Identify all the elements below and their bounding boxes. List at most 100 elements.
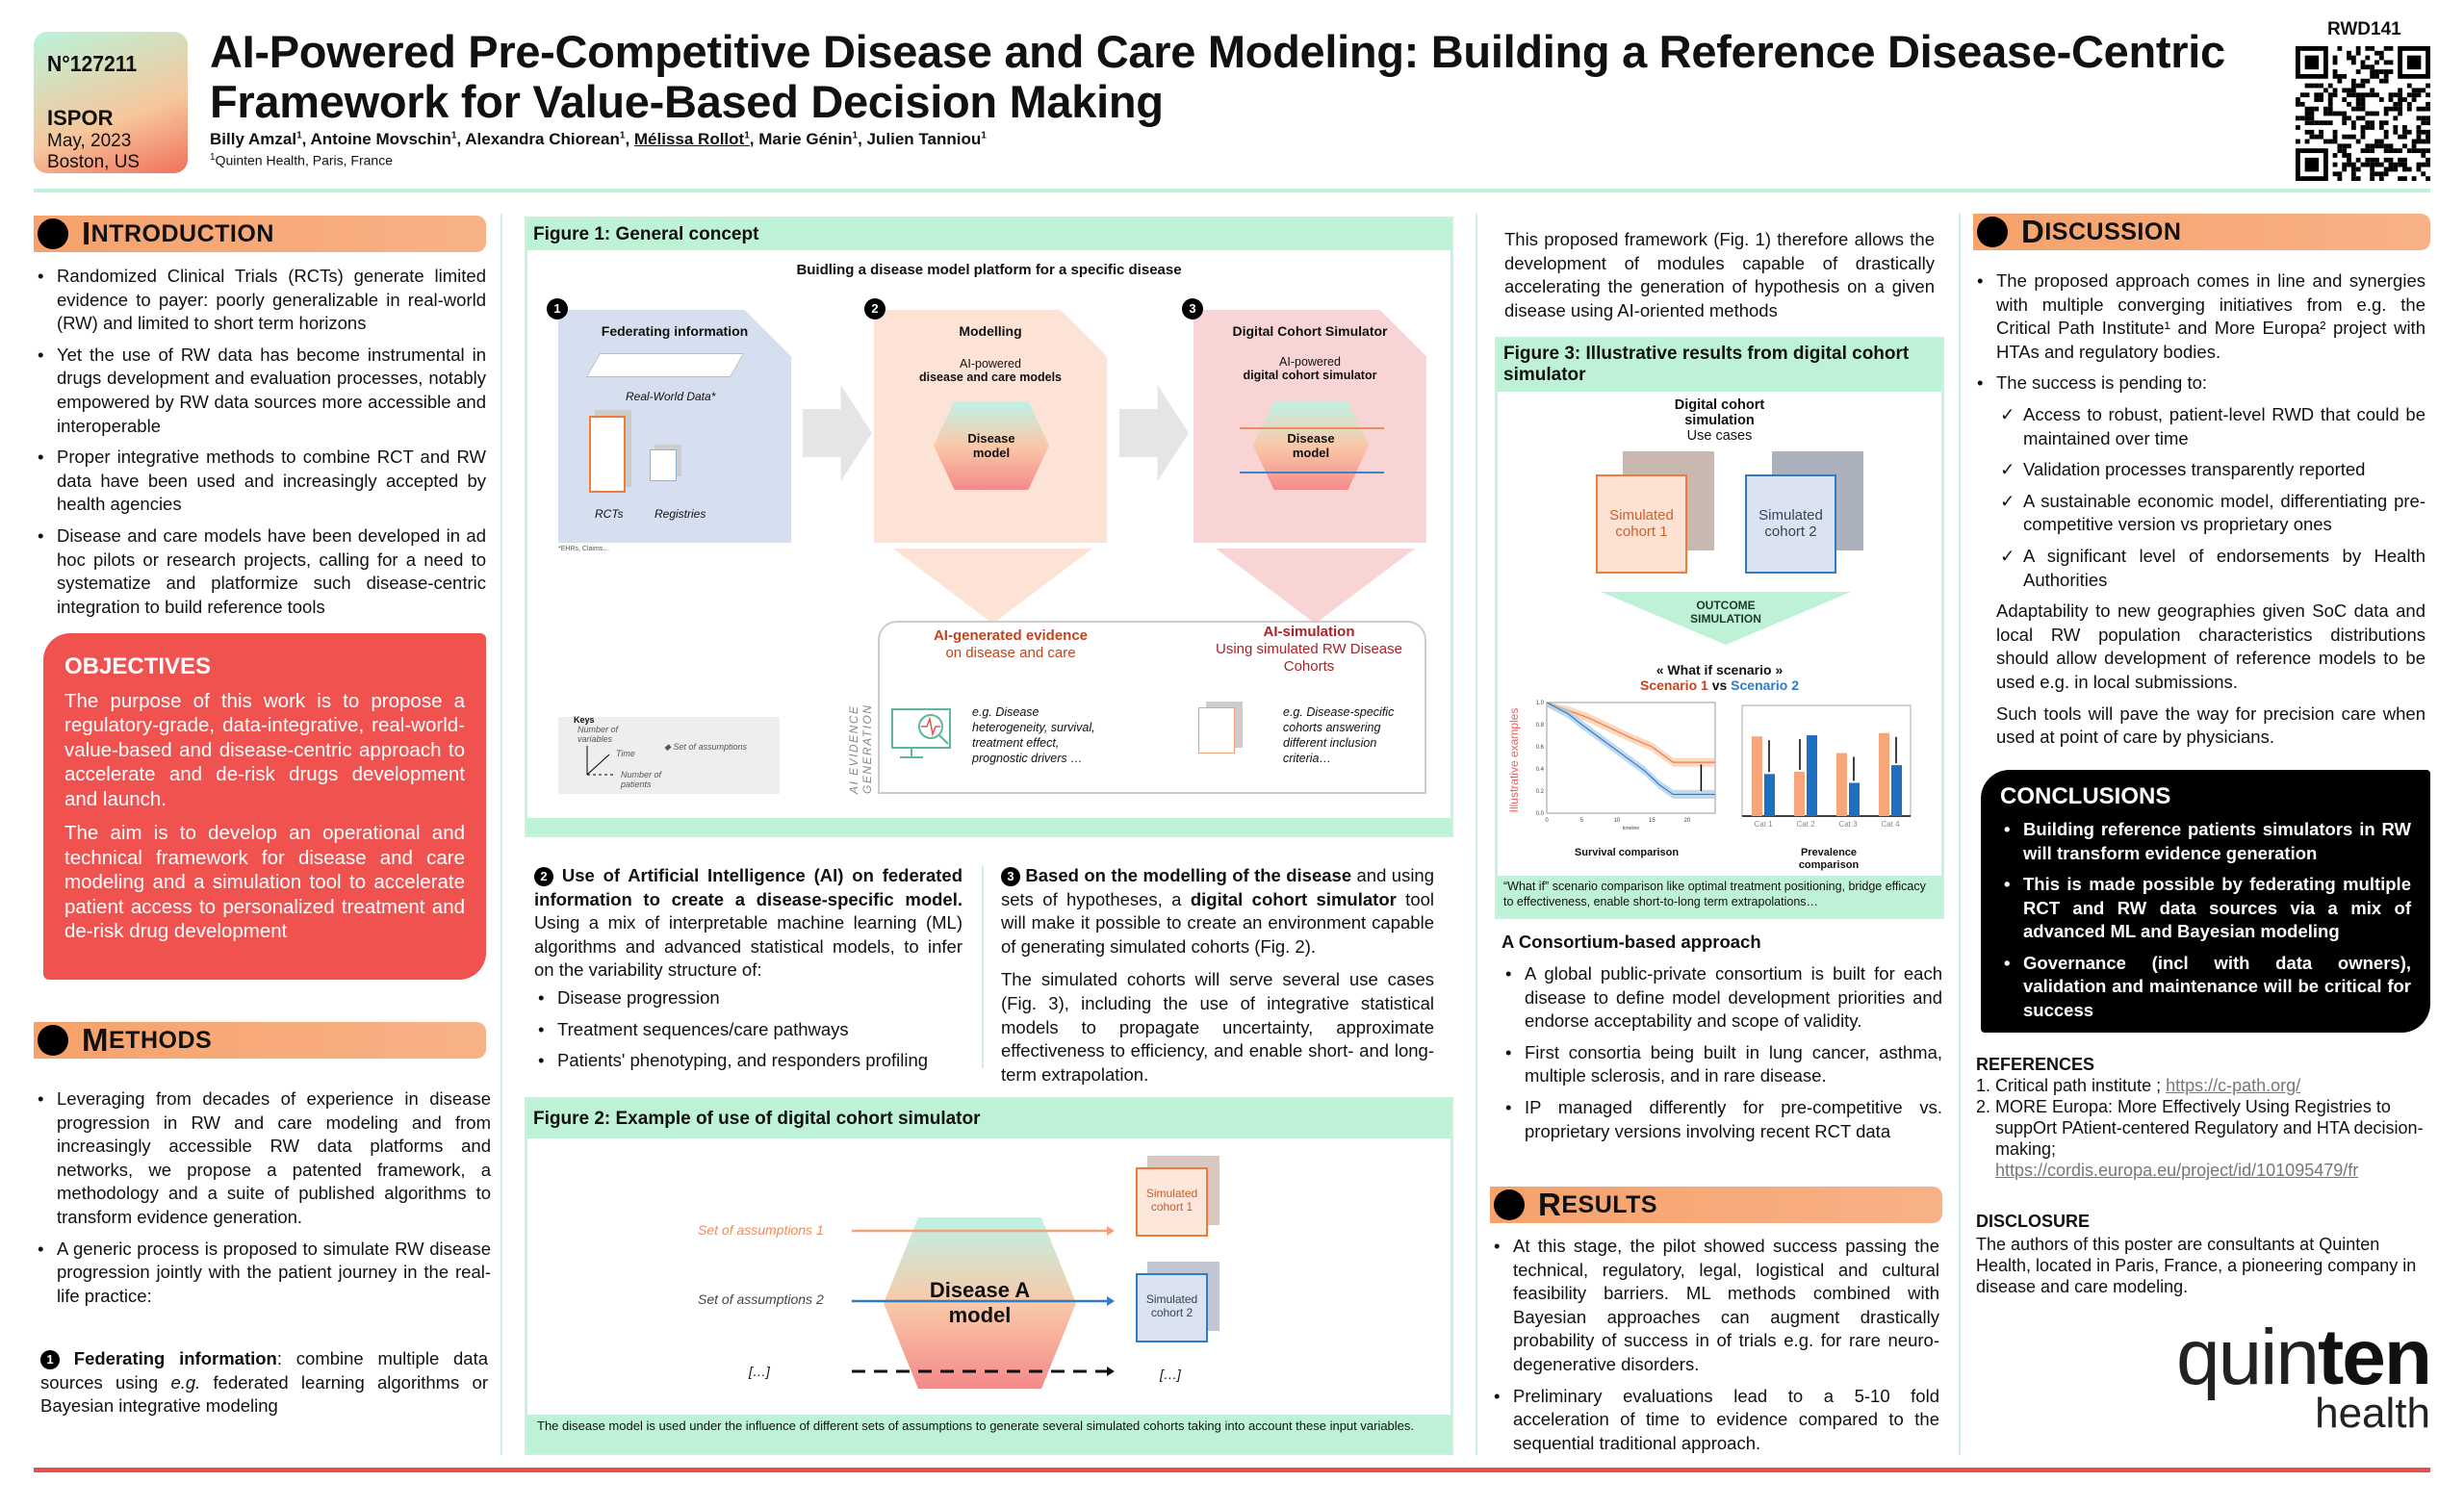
ellipsis-label: […] <box>1160 1367 1181 1382</box>
bullet-circle-icon <box>38 1025 68 1056</box>
list-item: Yet the use of RW data has become instru… <box>34 344 486 438</box>
simulated-cohort-1: Simulated cohort 1 <box>1136 1167 1208 1237</box>
y-tick-label: 0.0 <box>1536 811 1545 817</box>
list-item: A generic process is proposed to simulat… <box>34 1238 491 1309</box>
simulated-cohort-2: Simulated cohort 2 <box>1136 1273 1208 1342</box>
objectives-paragraph: The purpose of this work is to propose a… <box>64 689 465 810</box>
assumptions-1-label: Set of assumptions 1 <box>698 1222 824 1238</box>
list-item: A global public-private consortium is bu… <box>1502 962 1942 1034</box>
disease-a-model-hexagon: Disease A model <box>884 1217 1076 1389</box>
x-tick-label: 5 <box>1580 818 1584 824</box>
x-tick-label: 15 <box>1649 818 1656 824</box>
assumption-arrows <box>852 1226 1115 1376</box>
list-item: Treatment sequences/care pathways <box>534 1018 962 1042</box>
list-item: Patients' phenotyping, and responders pr… <box>534 1049 962 1073</box>
author: Billy Amzal1 <box>210 130 302 148</box>
y-tick-label: 0.8 <box>1536 723 1545 728</box>
figure-1-title: Figure 1: General concept <box>527 219 1450 250</box>
bullet-circle-icon <box>38 218 68 249</box>
bullet-circle-icon <box>1977 217 2008 247</box>
bar-scenario2 <box>1807 735 1817 816</box>
author: Mélissa Rollot1 <box>633 130 750 148</box>
consortium-title: A Consortium-based approach <box>1502 932 1761 952</box>
conference-date: May, 2023 <box>47 131 132 151</box>
list-item: A sustainable economic model, differenti… <box>1996 490 2426 537</box>
assumptions-2-label: Set of assumptions 2 <box>698 1291 824 1307</box>
figure-2-caption: The disease model is used under the infl… <box>527 1415 1450 1453</box>
panel-modelling: Modelling AI-powered disease and care mo… <box>874 310 1107 543</box>
vertical-label: AI EVIDENCE GENERATION <box>847 703 874 794</box>
simulation-examples: e.g. Disease-specific cohorts answering … <box>1283 705 1395 765</box>
conclusions-box: CONCLUSIONS Building reference patients … <box>1981 770 2430 1033</box>
bar-scenario2 <box>1849 782 1860 816</box>
bar-scenario1 <box>1752 736 1762 816</box>
category-label: Cat 1 <box>1754 820 1773 829</box>
y-axis-label: Illustrative examples <box>1507 707 1521 813</box>
monitor-analysis-icon <box>891 708 951 758</box>
outcome-simulation-label: OUTCOME SIMULATION <box>1690 599 1761 626</box>
author: Marie Génin1 <box>758 130 859 148</box>
x-tick-label: 10 <box>1614 818 1621 824</box>
qr-code-icon[interactable] <box>2296 46 2430 181</box>
affiliation: 1Quinten Health, Paris, France <box>210 152 393 168</box>
list-item: Leveraging from decades of experience in… <box>34 1087 491 1230</box>
disease-model-hexagon: Disease model <box>1253 401 1369 490</box>
poster-code: RWD141 <box>2327 19 2401 39</box>
reference-link[interactable]: https://c-path.org/ <box>2166 1076 2301 1095</box>
ellipsis-label: […] <box>749 1364 770 1379</box>
list-item: Preliminary evaluations lead to a 5-10 f… <box>1490 1385 1939 1456</box>
figure-3-caption: “What if” scenario comparison like optim… <box>1498 876 1941 916</box>
column-divider <box>1476 214 1477 1455</box>
survival-line-scenario2 <box>1546 702 1715 796</box>
conference-badge: N°127211 ISPOR May, 2023 Boston, US <box>34 32 188 173</box>
column-divider <box>982 866 984 1068</box>
consortium-list: A global public-private consortium is bu… <box>1502 962 1942 1151</box>
reference-link[interactable]: https://cordis.europa.eu/project/id/1010… <box>1995 1161 2359 1180</box>
step3-text: 3 Based on the modelling of the disease … <box>1001 865 1435 1085</box>
list-item: At this stage, the pilot showed success … <box>1490 1235 1939 1377</box>
column-divider <box>1959 214 1961 1455</box>
introduction-list: Randomized Clinical Trials (RCTs) genera… <box>34 265 486 626</box>
author-list: Billy Amzal1, Antoine Movschin1, Alexand… <box>210 130 987 148</box>
y-tick-label: 0.6 <box>1536 745 1545 751</box>
step2-text: 2 Use of Artificial Intelligence (AI) on… <box>534 864 962 1081</box>
objectives-paragraph: The aim is to develop an operational and… <box>64 822 465 942</box>
x-tick-label: 0 <box>1545 818 1549 824</box>
step-number-badge: 3 <box>1182 298 1203 319</box>
category-label: Cat 2 <box>1796 820 1815 829</box>
disclosure: DISCLOSURE The authors of this poster ar… <box>1976 1212 2417 1296</box>
list-item: Building reference patients simulators i… <box>2000 818 2411 865</box>
framework-text: This proposed framework (Fig. 1) therefo… <box>1504 229 1935 320</box>
panel-digital-cohort-simulator: Digital Cohort Simulator AI-powered digi… <box>1194 310 1426 543</box>
x-axis-label: timeline <box>1623 826 1639 831</box>
simulated-cohort-2: Simulated cohort 2 <box>1745 474 1836 574</box>
bar-scenario1 <box>1836 753 1847 816</box>
figure-1-subtitle: Buidling a disease model platform for a … <box>796 262 1182 278</box>
step-number-badge: 1 <box>547 298 568 319</box>
evidence-generation-box <box>878 621 1426 794</box>
bar-scenario2 <box>1764 774 1775 816</box>
conference-name: ISPOR <box>47 106 114 130</box>
survival-line-scenario1 <box>1546 702 1715 763</box>
author: Antoine Movschin1 <box>310 130 457 148</box>
references: REFERENCES 1. Critical path institute ; … <box>1976 1055 2424 1180</box>
list-item: Governance (incl with data owners), vali… <box>2000 952 2411 1023</box>
what-if-title: « What if scenario »Scenario 1 vs Scenar… <box>1639 662 1799 693</box>
y-tick-label: 0.4 <box>1536 767 1545 773</box>
list-item: First consortia being built in lung canc… <box>1502 1041 1942 1088</box>
bottom-divider <box>34 1468 2430 1472</box>
bar-scenario2 <box>1891 765 1902 816</box>
category-label: Cat 3 <box>1838 820 1858 829</box>
poster-number: N°127211 <box>47 51 138 76</box>
bar-scenario1 <box>1794 772 1805 816</box>
keys-legend: Keys Number of variables Time Number of … <box>558 715 780 794</box>
cohort-cube-icon <box>1198 707 1235 754</box>
quinten-health-logo: quinten health <box>2175 1314 2432 1437</box>
list-item: Proper integrative methods to combine RC… <box>34 446 486 517</box>
list-item: Disease and care models have been develo… <box>34 524 486 619</box>
